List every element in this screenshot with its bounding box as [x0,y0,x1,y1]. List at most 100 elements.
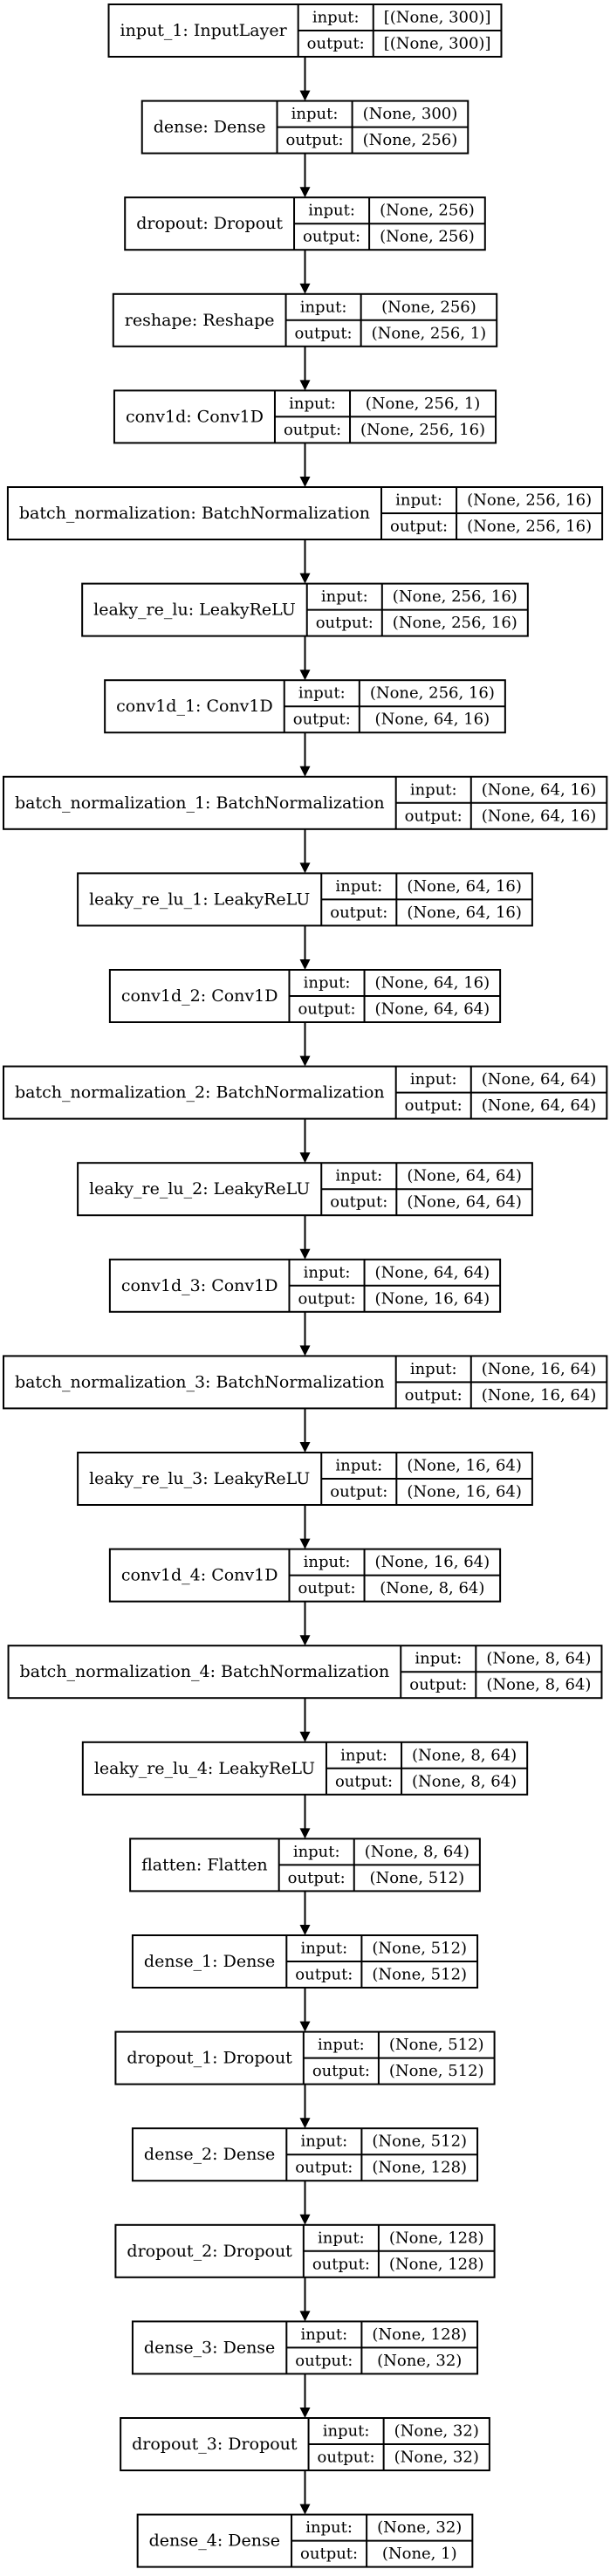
arrow-head-icon [299,1152,311,1164]
input-label: input: [308,202,355,220]
layer-name: dropout: Dropout [136,214,283,233]
layer-name: reshape: Reshape [125,311,275,330]
layer-node: leaky_re_lu_4: LeakyReLU input: output: (No… [81,1741,529,1796]
layer-name: dense_4: Dense [149,2531,280,2551]
layer-name: conv1d_1: Conv1D [116,697,273,716]
output-label: output: [330,903,387,922]
arrow-head-icon [299,187,311,198]
layer-node: reshape: Reshape input: output: (None, 256)… [112,292,498,347]
arrow-head-icon [299,959,311,970]
input-label: input: [300,298,347,316]
arrow-head-icon [299,1635,311,1646]
arrow-head-icon [299,2504,311,2515]
input-shape: (None, 32) [377,2518,462,2537]
input-label: input: [340,1746,387,1764]
output-label: output: [298,1579,355,1597]
arrow-head-icon [299,670,311,681]
output-label: output: [405,1386,463,1405]
output-label: output: [316,614,374,632]
layer-name: conv1d: Conv1D [126,407,264,426]
arrow-head-icon [299,477,311,487]
input-label: input: [300,2325,347,2344]
output-shape: (None, 64, 64) [407,1193,522,1212]
input-label: input: [318,2229,365,2247]
input-label: input: [293,1843,340,1861]
input-shape: (None, 300) [363,105,458,123]
layer-name: dropout_2: Dropout [127,2242,292,2261]
arrow-head-icon [299,1442,311,1453]
output-shape: (None, 256, 16) [393,614,517,632]
input-label: input: [304,1553,351,1571]
layer-node: input_1: InputLayerinput:output:[(None, … [107,3,503,58]
input-label: input: [415,1650,462,1668]
output-label: output: [298,1289,355,1308]
layer-name: leaky_re_lu_4: LeakyReLU [94,1759,315,1778]
arrow-head-icon [299,2118,311,2129]
output-shape: (None, 16, 64) [407,1483,522,1501]
output-label: output: [295,2159,353,2177]
layer-name: dense_1: Dense [144,1952,275,1971]
output-label: output: [298,1000,355,1019]
layer-name: dense_3: Dense [144,2338,275,2357]
input-label: input: [321,587,368,606]
output-label: output: [409,1676,467,1694]
input-shape: (None, 64, 16) [482,780,597,799]
arrow-head-icon [299,2311,311,2322]
input-shape: (None, 16, 64) [407,1457,522,1475]
layer-name: leaky_re_lu_1: LeakyReLU [89,890,310,909]
output-shape: (None, 64, 16) [407,903,522,922]
input-label: input: [304,974,351,993]
layer-name: conv1d_2: Conv1D [121,986,278,1006]
output-shape: (None, 64, 16) [375,711,490,729]
output-shape: (None, 8, 64) [412,1772,517,1790]
input-shape: (None, 128) [372,2325,467,2344]
input-shape: (None, 16, 64) [375,1553,490,1571]
output-label: output: [335,1772,393,1790]
input-label: input: [410,1360,457,1378]
layer-node: leaky_re_lu_2: LeakyReLUinput:output:(No… [77,1162,533,1217]
input-shape: (None, 64, 16) [375,974,490,993]
input-shape: (None, 64, 64) [482,1070,597,1089]
output-shape: (None, 64, 64) [482,1096,597,1115]
output-label: output: [303,228,360,246]
output-shape: (None, 256) [363,131,458,149]
output-shape: (None, 64, 64) [375,1000,490,1019]
layer-node: batch_normalization: BatchNormalizationi… [6,486,604,540]
input-label: input: [395,491,442,510]
output-label: output: [284,421,341,439]
output-label: output: [318,2449,375,2467]
input-shape: (None, 16, 64) [482,1360,597,1378]
input-label: input: [410,780,457,799]
output-label: output: [286,131,344,149]
input-label: input: [335,1457,382,1475]
input-label: input: [323,2422,370,2441]
input-shape: (None, 512) [372,1940,467,1958]
output-shape: [(None, 300)] [384,35,491,53]
input-shape: (None, 256) [381,298,476,316]
output-shape: (None, 64, 16) [482,807,597,825]
input-label: input: [298,684,346,703]
arrow-head-icon [299,90,311,101]
output-shape: (None, 256) [380,228,475,246]
layer-node: batch_normalization_4: BatchNormalizatio… [7,1645,603,1700]
input-label: input: [291,105,339,123]
arrow-head-icon [299,2021,311,2032]
layer-node: conv1d_2: Conv1D input: output: (None, 64, … [108,969,502,1023]
input-label: input: [318,2036,365,2054]
layer-name: dense_2: Dense [144,2145,275,2164]
input-label: input: [289,395,336,413]
layer-name: conv1d_4: Conv1D [121,1566,278,1585]
layer-node: leaky_re_lu_3: LeakyReLUinput:output:(No… [77,1452,533,1506]
output-shape: (None, 16, 64) [375,1289,490,1308]
output-label: output: [295,324,353,342]
input-label: input: [305,2518,353,2537]
